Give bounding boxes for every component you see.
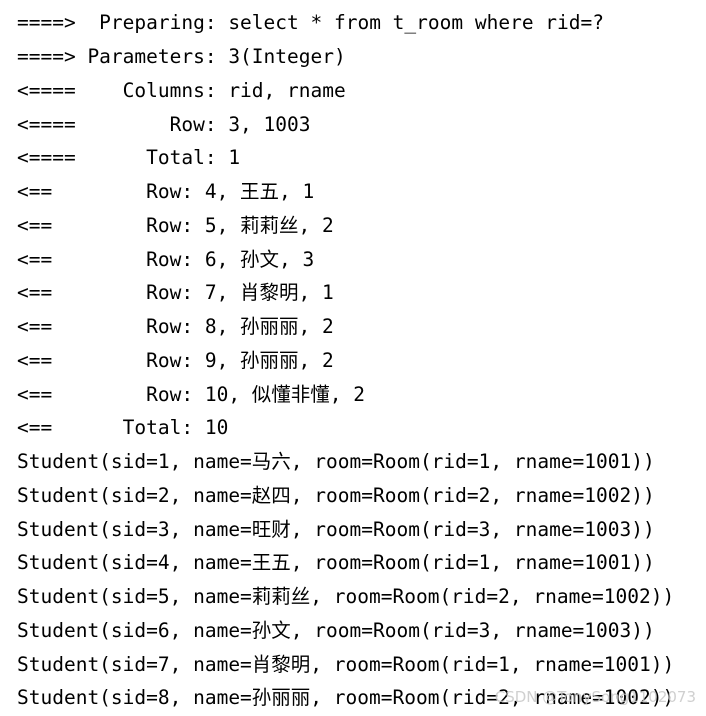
console-line: <== Row: 7, 肖黎明, 1	[17, 281, 334, 304]
console-line: <==== Columns: rid, rname	[17, 79, 346, 102]
console-line: <== Row: 4, 王五, 1	[17, 180, 315, 203]
console-line: Student(sid=6, name=孙文, room=Room(rid=3,…	[17, 619, 655, 642]
console-line: Student(sid=5, name=莉莉丝, room=Room(rid=2…	[17, 585, 675, 608]
console-line: <== Row: 9, 孙丽丽, 2	[17, 349, 334, 372]
console-line: Student(sid=7, name=肖黎明, room=Room(rid=1…	[17, 653, 675, 676]
console-line: Student(sid=8, name=孙丽丽, room=Room(rid=2…	[17, 686, 675, 709]
console-line: Student(sid=3, name=旺财, room=Room(rid=3,…	[17, 518, 655, 541]
watermark-text: CSDN @TonySong1102073	[494, 688, 696, 706]
console-line: <== Total: 10	[17, 416, 229, 439]
console-line: <==== Total: 1	[17, 146, 241, 169]
console-line: ====> Parameters: 3(Integer)	[17, 45, 346, 68]
console-line: <== Row: 10, 似懂非懂, 2	[17, 383, 366, 406]
console-line: <== Row: 5, 莉莉丝, 2	[17, 214, 334, 237]
console-line: Student(sid=1, name=马六, room=Room(rid=1,…	[17, 450, 655, 473]
console-line: Student(sid=4, name=王五, room=Room(rid=1,…	[17, 551, 655, 574]
console-line: Student(sid=2, name=赵四, room=Room(rid=2,…	[17, 484, 655, 507]
console-line: <== Row: 6, 孙文, 3	[17, 248, 315, 271]
console-line: ====> Preparing: select * from t_room wh…	[17, 11, 604, 34]
console-line: <== Row: 8, 孙丽丽, 2	[17, 315, 334, 338]
console-line: <==== Row: 3, 1003	[17, 113, 311, 136]
